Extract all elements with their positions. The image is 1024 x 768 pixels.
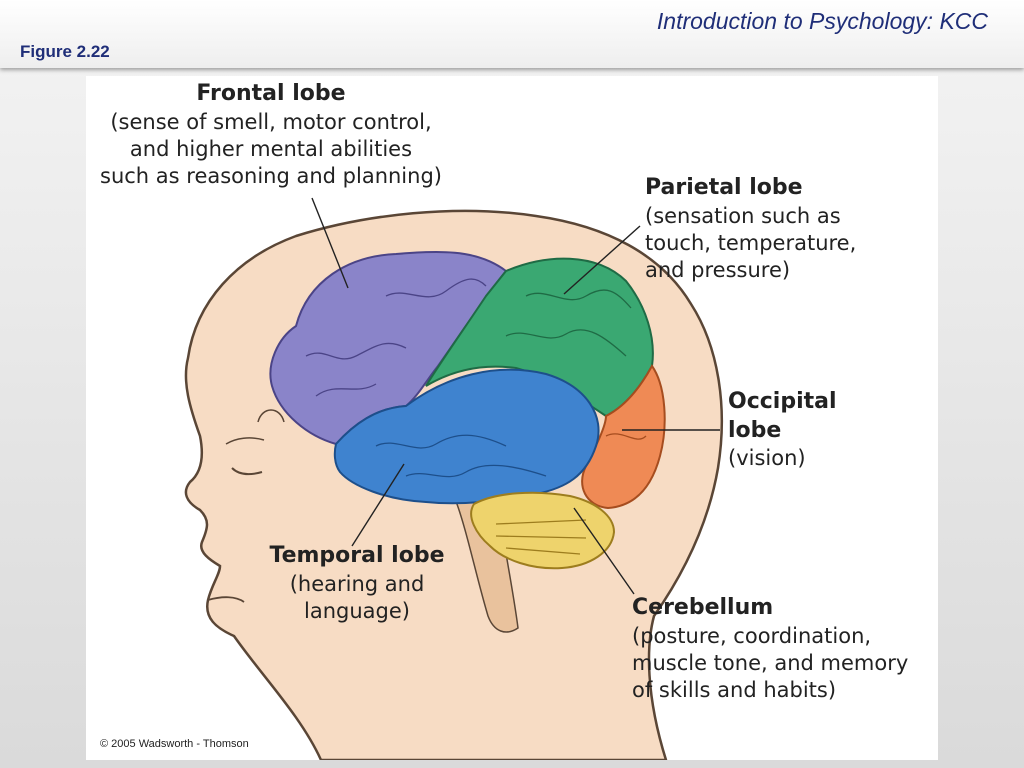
label-temporal-desc-1: (hearing and (289, 571, 425, 596)
label-parietal-desc-1: (sensation such as (645, 203, 841, 228)
label-cerebellum-title: Cerebellum (632, 595, 774, 620)
figure-panel: Frontal lobe (sense of smell, motor cont… (86, 76, 938, 760)
label-occipital-title-2: lobe (728, 417, 782, 443)
label-frontal-title: Frontal lobe (196, 81, 346, 106)
header-bar: Introduction to Psychology: KCC Figure 2… (0, 0, 1024, 68)
label-parietal-lobe: Parietal lobe (sensation such as touch, … (645, 174, 856, 284)
occipital-lobe (581, 364, 666, 510)
label-temporal-lobe: Temporal lobe (hearing and language) (268, 542, 446, 625)
eyebrow (225, 437, 265, 445)
frontal-lobe (269, 250, 508, 446)
label-parietal-title: Parietal lobe (645, 175, 803, 200)
mouth (207, 596, 245, 603)
figure-label: Figure 2.22 (20, 42, 110, 61)
label-cerebellum-desc-2: muscle tone, and memory (632, 650, 909, 675)
course-title: Introduction to Psychology: KCC (656, 8, 988, 34)
label-frontal-desc-2: and higher mental abilities (129, 136, 413, 161)
cerebellum (470, 491, 616, 570)
gyri-texture (305, 278, 647, 555)
label-occipital-lobe: Occipital lobe (vision) (728, 388, 837, 472)
copyright-text: © 2005 Wadsworth - Thomson (100, 738, 249, 750)
brain-diagram (184, 197, 723, 760)
leader-lines (311, 197, 720, 595)
label-frontal-desc-3: such as reasoning and planning) (100, 164, 442, 189)
label-cerebellum-desc-1: (posture, coordination, (632, 623, 872, 648)
label-cerebellum: Cerebellum (posture, coordination, muscl… (632, 594, 908, 704)
label-temporal-title: Temporal lobe (269, 543, 445, 568)
label-frontal-lobe: Frontal lobe (sense of smell, motor cont… (86, 80, 456, 190)
label-parietal-desc-3: and pressure) (645, 258, 791, 283)
label-temporal-desc-2: language) (304, 598, 410, 623)
label-frontal-desc-1: (sense of smell, motor control, (110, 109, 432, 134)
label-cerebellum-desc-3: of skills and habits) (632, 678, 837, 703)
eye-icon (231, 467, 263, 476)
label-parietal-desc-2: touch, temperature, (645, 230, 857, 255)
label-occipital-title-1: Occipital (728, 389, 837, 414)
label-occipital-desc-1: (vision) (728, 446, 806, 471)
ear-outline (257, 409, 285, 423)
